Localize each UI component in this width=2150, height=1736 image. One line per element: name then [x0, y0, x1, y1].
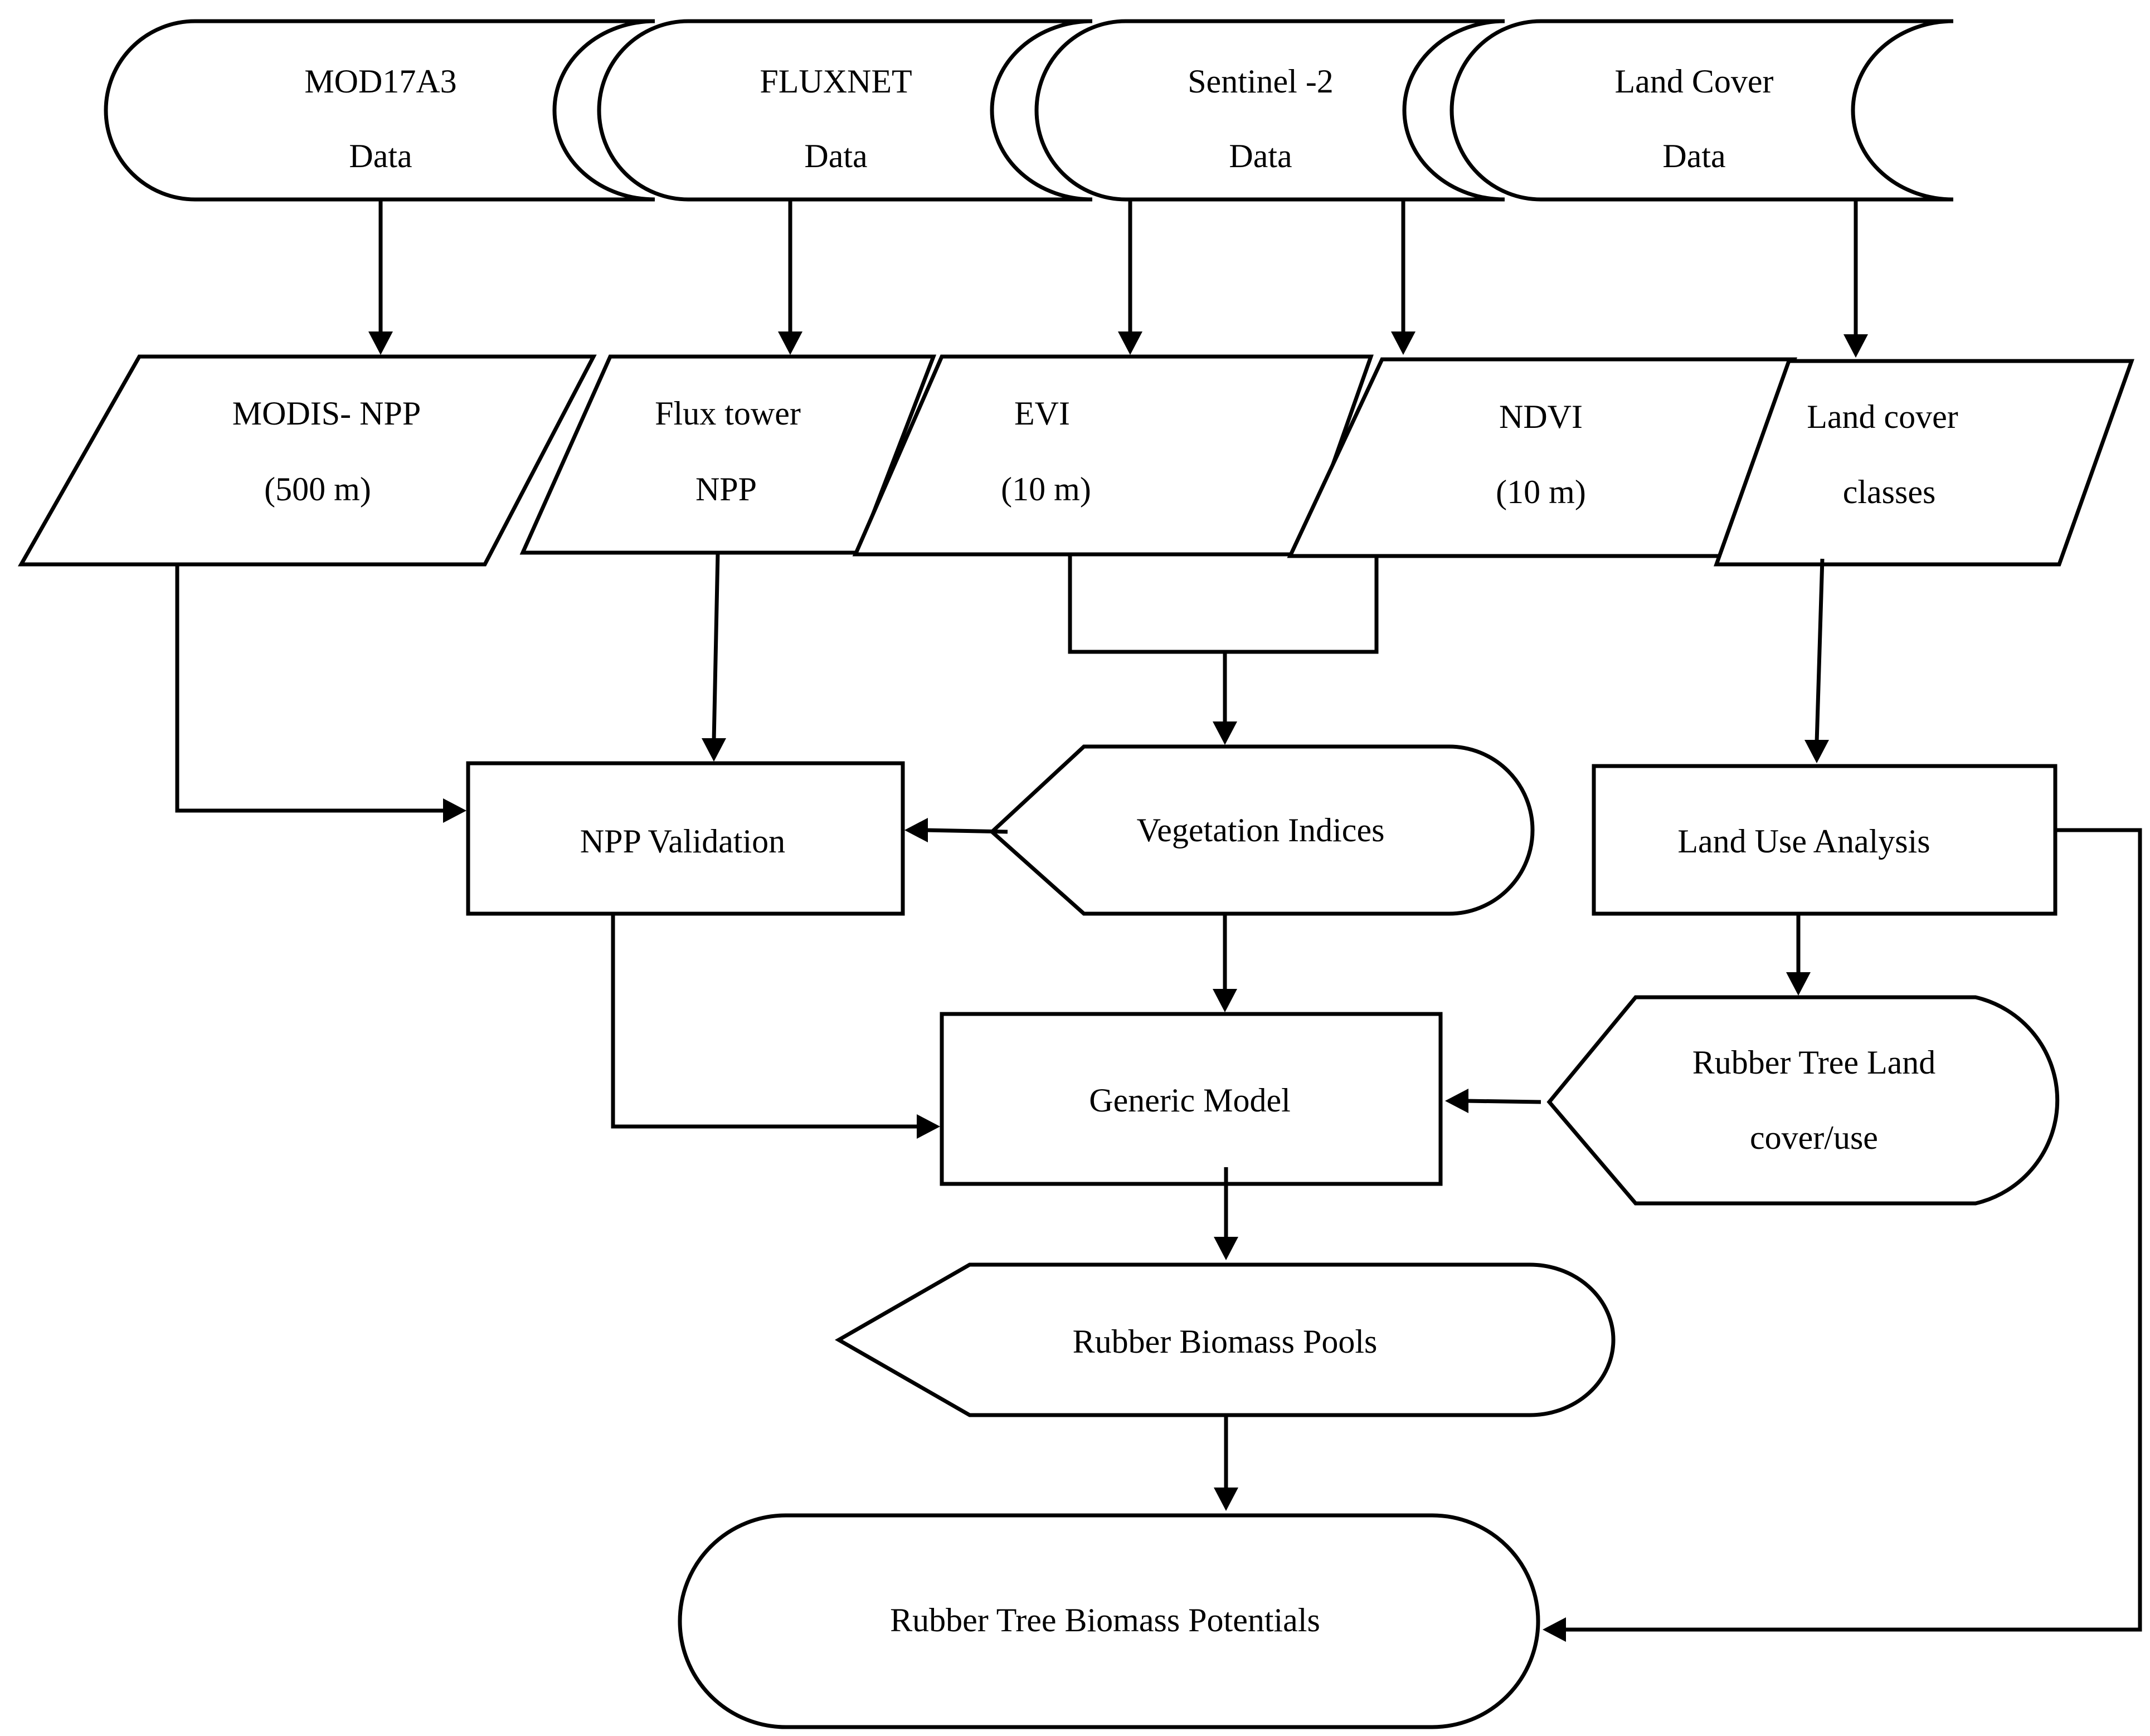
- source-mod17a3-line1: MOD17A3: [304, 63, 456, 100]
- source-landcover-line1: Land Cover: [1615, 63, 1774, 100]
- source-mod17a3-line2: Data: [349, 138, 412, 174]
- input-modis-npp: MODIS- NPP (500 m): [17, 354, 597, 567]
- input-modis-npp-line1: MODIS- NPP: [232, 395, 421, 432]
- wire-evi-ndvi-bracket: [1068, 554, 1379, 654]
- display-vegetation-indices: Vegetation Indices: [989, 744, 1535, 916]
- display-rubber-tree-land: Rubber Tree Land cover/use: [1546, 995, 2060, 1206]
- input-evi-line2: (10 m): [1001, 471, 1091, 508]
- source-sentinel2-line1: Sentinel -2: [1188, 63, 1334, 100]
- wire-flux-tower-to-validation: [712, 552, 720, 742]
- generic-model-label: Generic Model: [1089, 1082, 1291, 1119]
- arrowhead: [778, 331, 802, 355]
- arrowhead: [368, 331, 393, 355]
- wire-modis-npp-to-validation: [175, 564, 446, 813]
- input-evi-line1: EVI: [1014, 395, 1070, 432]
- vegetation-indices-label: Vegetation Indices: [1137, 812, 1385, 849]
- rubber-biomass-pools-label: Rubber Biomass Pools: [1073, 1323, 1378, 1360]
- input-evi: EVI (10 m): [852, 354, 1374, 557]
- input-land-cover-classes-line2: classes: [1843, 474, 1936, 510]
- input-ndvi-line1: NDVI: [1499, 398, 1583, 435]
- arrowhead: [443, 798, 466, 823]
- wire-land-use-to-potentials: [1563, 828, 2142, 1632]
- arrowhead: [1804, 740, 1829, 763]
- source-fluxnet-line2: Data: [804, 138, 867, 174]
- input-modis-npp-line2: (500 m): [264, 471, 371, 508]
- connectors: [175, 199, 2142, 1642]
- wire-rubber-land-to-generic: [1465, 1099, 1541, 1104]
- box-generic-model: Generic Model: [940, 1012, 1443, 1186]
- wire-vegetation-to-validation: [925, 828, 1008, 834]
- arrowhead: [1391, 331, 1416, 355]
- arrowhead: [1543, 1617, 1566, 1642]
- arrowhead: [702, 738, 726, 762]
- source-fluxnet-line1: FLUXNET: [760, 63, 912, 100]
- input-ndvi-line2: (10 m): [1496, 474, 1586, 510]
- rubber-tree-land-line1: Rubber Tree Land: [1692, 1044, 1936, 1081]
- input-flux-tower-npp-line2: NPP: [695, 471, 757, 508]
- arrowhead: [1786, 972, 1811, 996]
- arrowhead: [1118, 331, 1142, 355]
- arrowhead: [1213, 989, 1237, 1012]
- arrowhead: [904, 818, 928, 842]
- npp-validation-label: NPP Validation: [580, 823, 785, 860]
- box-npp-validation: NPP Validation: [466, 761, 905, 916]
- source-sentinel2: Sentinel -2 Data: [1034, 19, 1505, 202]
- input-land-cover-classes-line1: Land cover: [1807, 398, 1958, 435]
- arrowhead: [1213, 721, 1237, 745]
- arrowhead: [1214, 1237, 1238, 1260]
- wire-classes-to-land-use: [1815, 558, 1825, 743]
- arrowhead: [917, 1114, 940, 1139]
- rubber-tree-biomass-potentials-label: Rubber Tree Biomass Potentials: [890, 1602, 1320, 1639]
- wire-validation-to-generic: [611, 914, 920, 1129]
- display-rubber-biomass-pools: Rubber Biomass Pools: [834, 1262, 1616, 1417]
- source-sentinel2-line2: Data: [1229, 138, 1292, 174]
- box-land-use-analysis: Land Use Analysis: [1592, 764, 2057, 916]
- input-land-cover-classes: Land cover classes: [1714, 359, 2134, 567]
- input-flux-tower-npp-line1: Flux tower: [655, 395, 801, 432]
- input-ndvi: NDVI (10 m): [1287, 357, 1797, 558]
- terminator-rubber-tree-biomass-potentials: Rubber Tree Biomass Potentials: [678, 1513, 1540, 1729]
- arrowhead: [1445, 1089, 1468, 1113]
- arrowhead: [1843, 334, 1868, 358]
- rubber-tree-land-line2: cover/use: [1750, 1119, 1878, 1156]
- source-landcover: Land Cover Data: [1449, 19, 1954, 202]
- land-use-analysis-label: Land Use Analysis: [1677, 823, 1930, 860]
- source-mod17a3: MOD17A3 Data: [104, 19, 655, 202]
- source-landcover-line2: Data: [1662, 138, 1725, 174]
- source-fluxnet: FLUXNET Data: [597, 19, 1093, 202]
- arrowhead: [1214, 1488, 1238, 1511]
